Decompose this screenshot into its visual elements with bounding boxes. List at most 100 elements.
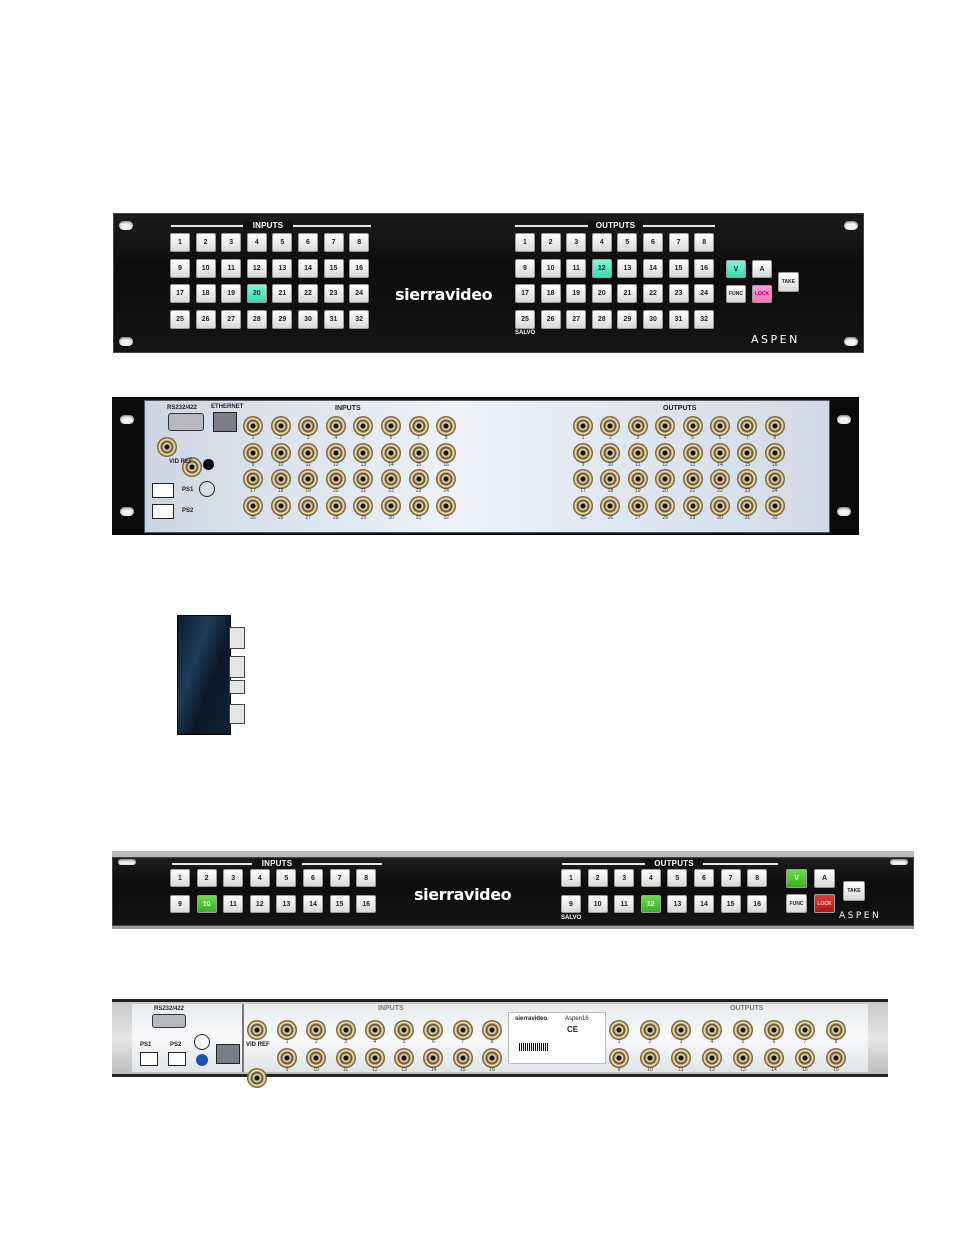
output-bnc-connector[interactable]: 11 xyxy=(671,1048,691,1073)
input-key[interactable]: 2 xyxy=(196,869,217,887)
input-key[interactable]: 1 xyxy=(170,869,190,887)
input-key[interactable]: 29 xyxy=(272,309,293,329)
output-key[interactable]: 2 xyxy=(587,869,608,887)
output-key[interactable]: 5 xyxy=(617,233,638,252)
output-bnc-connector[interactable]: 2 xyxy=(600,416,621,441)
input-bnc-connector[interactable]: 16 xyxy=(482,1048,503,1073)
input-key[interactable]: 15 xyxy=(329,895,350,913)
input-bnc-connector[interactable]: 5 xyxy=(394,1020,415,1045)
input-key[interactable]: 5 xyxy=(276,869,297,887)
output-key[interactable]: 9 xyxy=(561,895,581,913)
output-bnc-connector[interactable]: 13 xyxy=(682,442,703,468)
input-bnc-connector[interactable]: 13 xyxy=(394,1048,415,1073)
input-bnc-connector[interactable]: 18 xyxy=(270,469,291,494)
output-key[interactable]: 29 xyxy=(617,309,638,329)
output-bnc-connector[interactable]: 25 xyxy=(573,495,593,521)
input-bnc-connector[interactable]: 25 xyxy=(243,495,263,521)
input-bnc-connector[interactable]: 3 xyxy=(298,416,319,441)
input-bnc-connector[interactable]: 32 xyxy=(436,495,457,521)
output-bnc-connector[interactable]: 14 xyxy=(764,1048,784,1073)
lock-key[interactable]: LOCK xyxy=(752,285,772,303)
rs232-serial-port[interactable] xyxy=(168,413,204,431)
input-key[interactable]: 11 xyxy=(221,258,242,278)
output-key[interactable]: 10 xyxy=(540,258,561,278)
input-key[interactable]: 10 xyxy=(196,895,217,913)
output-key[interactable]: 7 xyxy=(668,233,689,252)
input-key[interactable]: 13 xyxy=(272,258,293,278)
output-key[interactable]: 14 xyxy=(693,895,714,913)
video-level-key[interactable]: V xyxy=(786,869,807,888)
input-key[interactable]: 18 xyxy=(195,284,216,304)
input-bnc-connector[interactable]: 4 xyxy=(364,1020,385,1045)
input-bnc-connector[interactable]: 11 xyxy=(298,442,319,468)
output-key[interactable]: 8 xyxy=(747,869,768,887)
input-key[interactable]: 24 xyxy=(349,284,370,304)
input-key[interactable]: 15 xyxy=(323,258,344,278)
output-key[interactable]: 16 xyxy=(694,258,715,278)
output-key[interactable]: 13 xyxy=(667,895,688,913)
input-key[interactable]: 3 xyxy=(221,233,242,252)
lock-key[interactable]: LOCK xyxy=(814,894,835,913)
output-bnc-connector[interactable]: 14 xyxy=(709,442,730,468)
output-key[interactable]: 23 xyxy=(668,284,689,304)
input-bnc-connector[interactable]: 12 xyxy=(325,442,346,468)
output-key[interactable]: 24 xyxy=(694,284,715,304)
input-bnc-connector[interactable]: 1 xyxy=(277,1020,297,1045)
output-key[interactable]: 16 xyxy=(747,895,768,913)
input-bnc-connector[interactable]: 22 xyxy=(380,469,401,494)
input-bnc-connector[interactable]: 26 xyxy=(270,495,291,521)
output-bnc-connector[interactable]: 22 xyxy=(709,469,730,494)
input-key[interactable]: 12 xyxy=(246,258,267,278)
input-key[interactable]: 9 xyxy=(170,895,190,913)
input-key[interactable]: 19 xyxy=(221,284,242,304)
input-key[interactable]: 13 xyxy=(276,895,297,913)
output-bnc-connector[interactable]: 7 xyxy=(737,416,758,441)
input-bnc-connector[interactable]: 8 xyxy=(436,416,457,441)
input-key[interactable]: 16 xyxy=(356,895,377,913)
func-key[interactable]: FUNC xyxy=(726,285,746,303)
output-bnc-connector[interactable]: 6 xyxy=(764,1020,784,1045)
output-key[interactable]: 8 xyxy=(694,233,715,252)
input-key[interactable]: 14 xyxy=(297,258,318,278)
input-bnc-connector[interactable]: 11 xyxy=(335,1048,356,1073)
input-key[interactable]: 21 xyxy=(272,284,293,304)
vid-ref-connector[interactable] xyxy=(247,1068,267,1088)
output-key[interactable]: 11 xyxy=(614,895,635,913)
output-bnc-connector[interactable]: 4 xyxy=(702,1020,722,1045)
output-bnc-connector[interactable]: 17 xyxy=(573,469,593,494)
output-key[interactable]: 1 xyxy=(561,869,581,887)
output-bnc-connector[interactable]: 26 xyxy=(600,495,621,521)
input-bnc-connector[interactable]: 28 xyxy=(325,495,346,521)
input-bnc-connector[interactable]: 19 xyxy=(298,469,319,494)
input-key[interactable]: 8 xyxy=(349,233,370,252)
vid-ref-connector[interactable] xyxy=(182,457,202,477)
input-bnc-connector[interactable]: 8 xyxy=(482,1020,503,1045)
ps1-connector[interactable] xyxy=(140,1052,158,1066)
rs232-serial-port[interactable] xyxy=(152,1014,186,1028)
input-key[interactable]: 7 xyxy=(323,233,344,252)
output-bnc-connector[interactable]: 4 xyxy=(655,416,676,441)
input-bnc-connector[interactable]: 13 xyxy=(353,442,374,468)
input-key[interactable]: 31 xyxy=(323,309,344,329)
output-key[interactable]: 30 xyxy=(642,309,663,329)
output-bnc-connector[interactable]: 29 xyxy=(682,495,703,521)
output-key[interactable]: 3 xyxy=(614,869,635,887)
input-bnc-connector[interactable]: 23 xyxy=(408,469,429,494)
input-bnc-connector[interactable]: 17 xyxy=(243,469,263,494)
input-bnc-connector[interactable]: 6 xyxy=(423,1020,444,1045)
output-bnc-connector[interactable]: 32 xyxy=(764,495,785,521)
output-bnc-connector[interactable]: 8 xyxy=(826,1020,846,1045)
input-key[interactable]: 20 xyxy=(246,284,267,304)
input-key[interactable]: 6 xyxy=(302,869,323,887)
input-key[interactable]: 22 xyxy=(297,284,318,304)
input-key[interactable]: 27 xyxy=(221,309,242,329)
vid-ref-connector[interactable] xyxy=(247,1020,267,1040)
input-bnc-connector[interactable]: 6 xyxy=(380,416,401,441)
output-key[interactable]: 19 xyxy=(566,284,587,304)
output-key[interactable]: 21 xyxy=(617,284,638,304)
input-bnc-connector[interactable]: 27 xyxy=(298,495,319,521)
input-key[interactable]: 32 xyxy=(349,309,370,329)
output-key[interactable]: 3 xyxy=(566,233,587,252)
input-key[interactable]: 6 xyxy=(297,233,318,252)
input-key[interactable]: 4 xyxy=(249,869,270,887)
